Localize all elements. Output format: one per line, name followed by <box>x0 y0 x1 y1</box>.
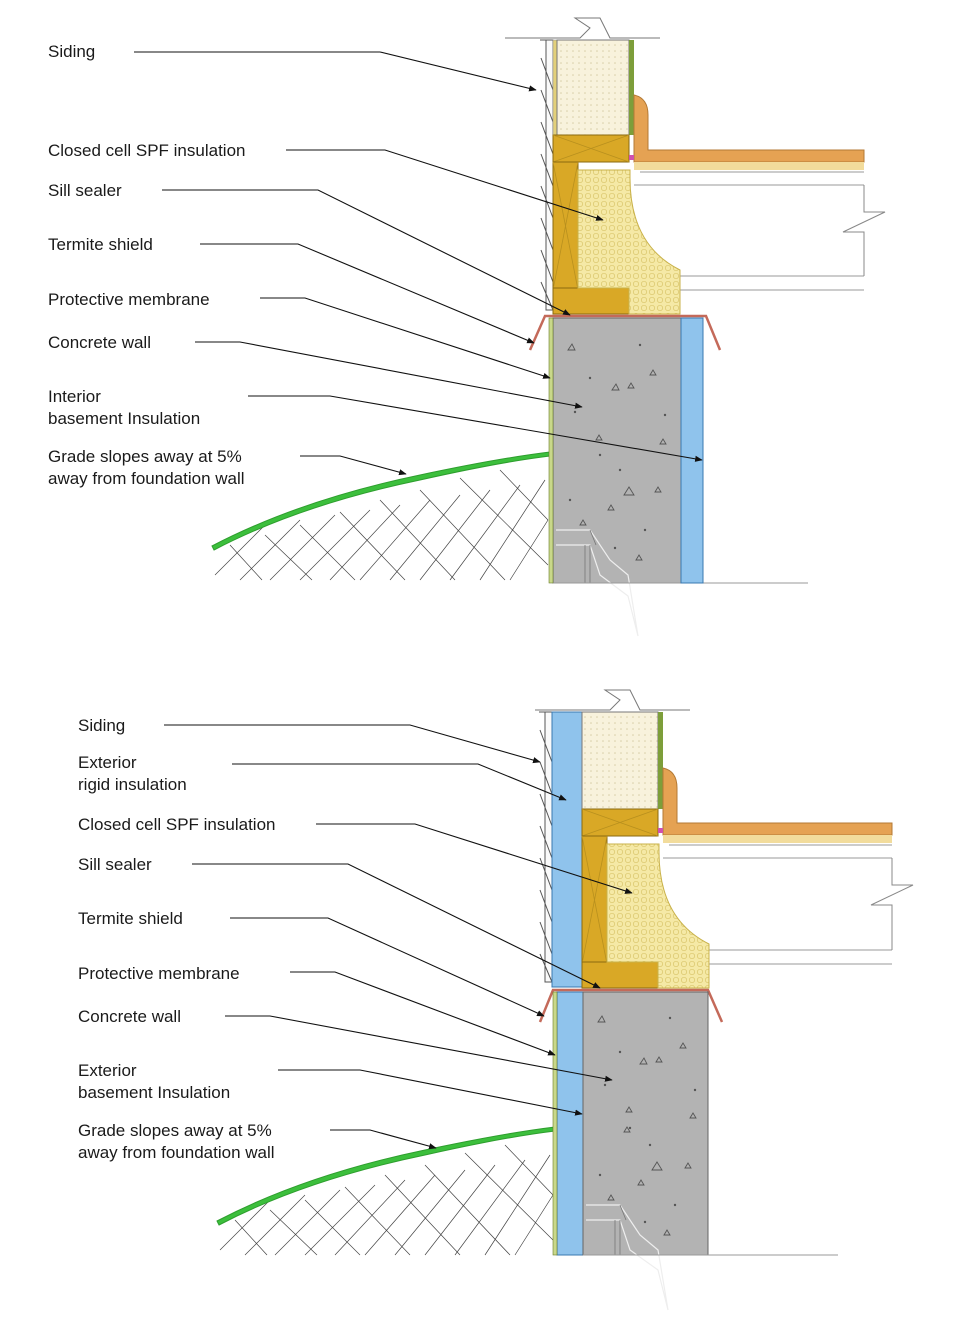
diagram-interior-insulation <box>211 17 886 637</box>
label-membrane: Protective membrane <box>78 964 556 1056</box>
svg-text:Sill sealer: Sill sealer <box>48 181 122 200</box>
exterior-basement-insulation <box>556 991 584 1256</box>
svg-text:Siding: Siding <box>78 716 125 735</box>
protective-membrane <box>552 991 558 1256</box>
spf-insulation <box>577 169 681 315</box>
soil-hatch <box>214 469 549 581</box>
label-siding: Siding <box>48 42 537 92</box>
exterior-rigid-insulation <box>551 711 583 988</box>
label-exterior-insulation: Exterior basement Insulation <box>78 1061 583 1116</box>
svg-text:Sill sealer: Sill sealer <box>78 855 152 874</box>
svg-text:away from foundation wall: away from foundation wall <box>48 469 245 488</box>
svg-text:Closed cell SPF insulation: Closed cell SPF insulation <box>78 815 275 834</box>
label-termite: Termite shield <box>78 909 545 1017</box>
svg-text:Siding: Siding <box>48 42 95 61</box>
svg-text:Concrete wall: Concrete wall <box>78 1007 181 1026</box>
spf-insulation <box>606 843 710 989</box>
diagram-exterior-insulation <box>216 689 914 1311</box>
soil-hatch <box>219 1144 554 1256</box>
svg-text:basement Insulation: basement Insulation <box>78 1083 230 1102</box>
label-siding: Siding <box>78 716 541 764</box>
label-sill-sealer: Sill sealer <box>78 855 601 989</box>
svg-text:basement Insulation: basement Insulation <box>48 409 200 428</box>
label-concrete: Concrete wall <box>78 1007 613 1082</box>
floor-finish <box>633 94 865 163</box>
label-interior-insulation: Interior basement Insulation <box>48 387 703 462</box>
termite-shield <box>538 988 724 1023</box>
concrete-wall <box>552 317 682 584</box>
svg-text:rigid insulation: rigid insulation <box>78 775 187 794</box>
svg-text:Grade slopes away at 5%: Grade slopes away at 5% <box>78 1121 272 1140</box>
callouts-top: Siding Closed cell SPF insulation Sill s… <box>48 42 703 488</box>
label-sill-sealer: Sill sealer <box>48 181 571 316</box>
svg-text:away from foundation wall: away from foundation wall <box>78 1143 275 1162</box>
label-rigid-insulation: Exterior rigid insulation <box>78 753 567 801</box>
wall-cavity-insulation <box>556 39 630 136</box>
label-concrete: Concrete wall <box>48 333 583 409</box>
callouts-bottom: Siding Exterior rigid insulation Closed … <box>78 716 633 1162</box>
label-grade: Grade slopes away at 5% away from founda… <box>48 447 407 488</box>
protective-membrane <box>548 317 554 584</box>
label-termite: Termite shield <box>48 235 535 344</box>
label-grade: Grade slopes away at 5% away from founda… <box>78 1121 437 1162</box>
svg-text:Termite shield: Termite shield <box>78 909 183 928</box>
siding <box>539 711 553 983</box>
floor-finish <box>662 767 893 836</box>
interior-basement-insulation <box>680 317 704 584</box>
svg-text:Protective membrane: Protective membrane <box>48 290 210 309</box>
svg-text:Grade slopes away at 5%: Grade slopes away at 5% <box>48 447 242 466</box>
label-spf: Closed cell SPF insulation <box>48 141 604 221</box>
svg-text:Exterior: Exterior <box>78 753 137 772</box>
wall-cavity-insulation <box>581 711 659 810</box>
svg-text:Exterior: Exterior <box>78 1061 137 1080</box>
svg-text:Concrete wall: Concrete wall <box>48 333 151 352</box>
label-spf: Closed cell SPF insulation <box>78 815 633 894</box>
label-membrane: Protective membrane <box>48 290 551 379</box>
svg-text:Termite shield: Termite shield <box>48 235 153 254</box>
svg-text:Protective membrane: Protective membrane <box>78 964 240 983</box>
svg-text:Interior: Interior <box>48 387 101 406</box>
termite-shield <box>528 314 722 351</box>
concrete-wall <box>582 991 709 1256</box>
svg-text:Closed cell SPF insulation: Closed cell SPF insulation <box>48 141 245 160</box>
